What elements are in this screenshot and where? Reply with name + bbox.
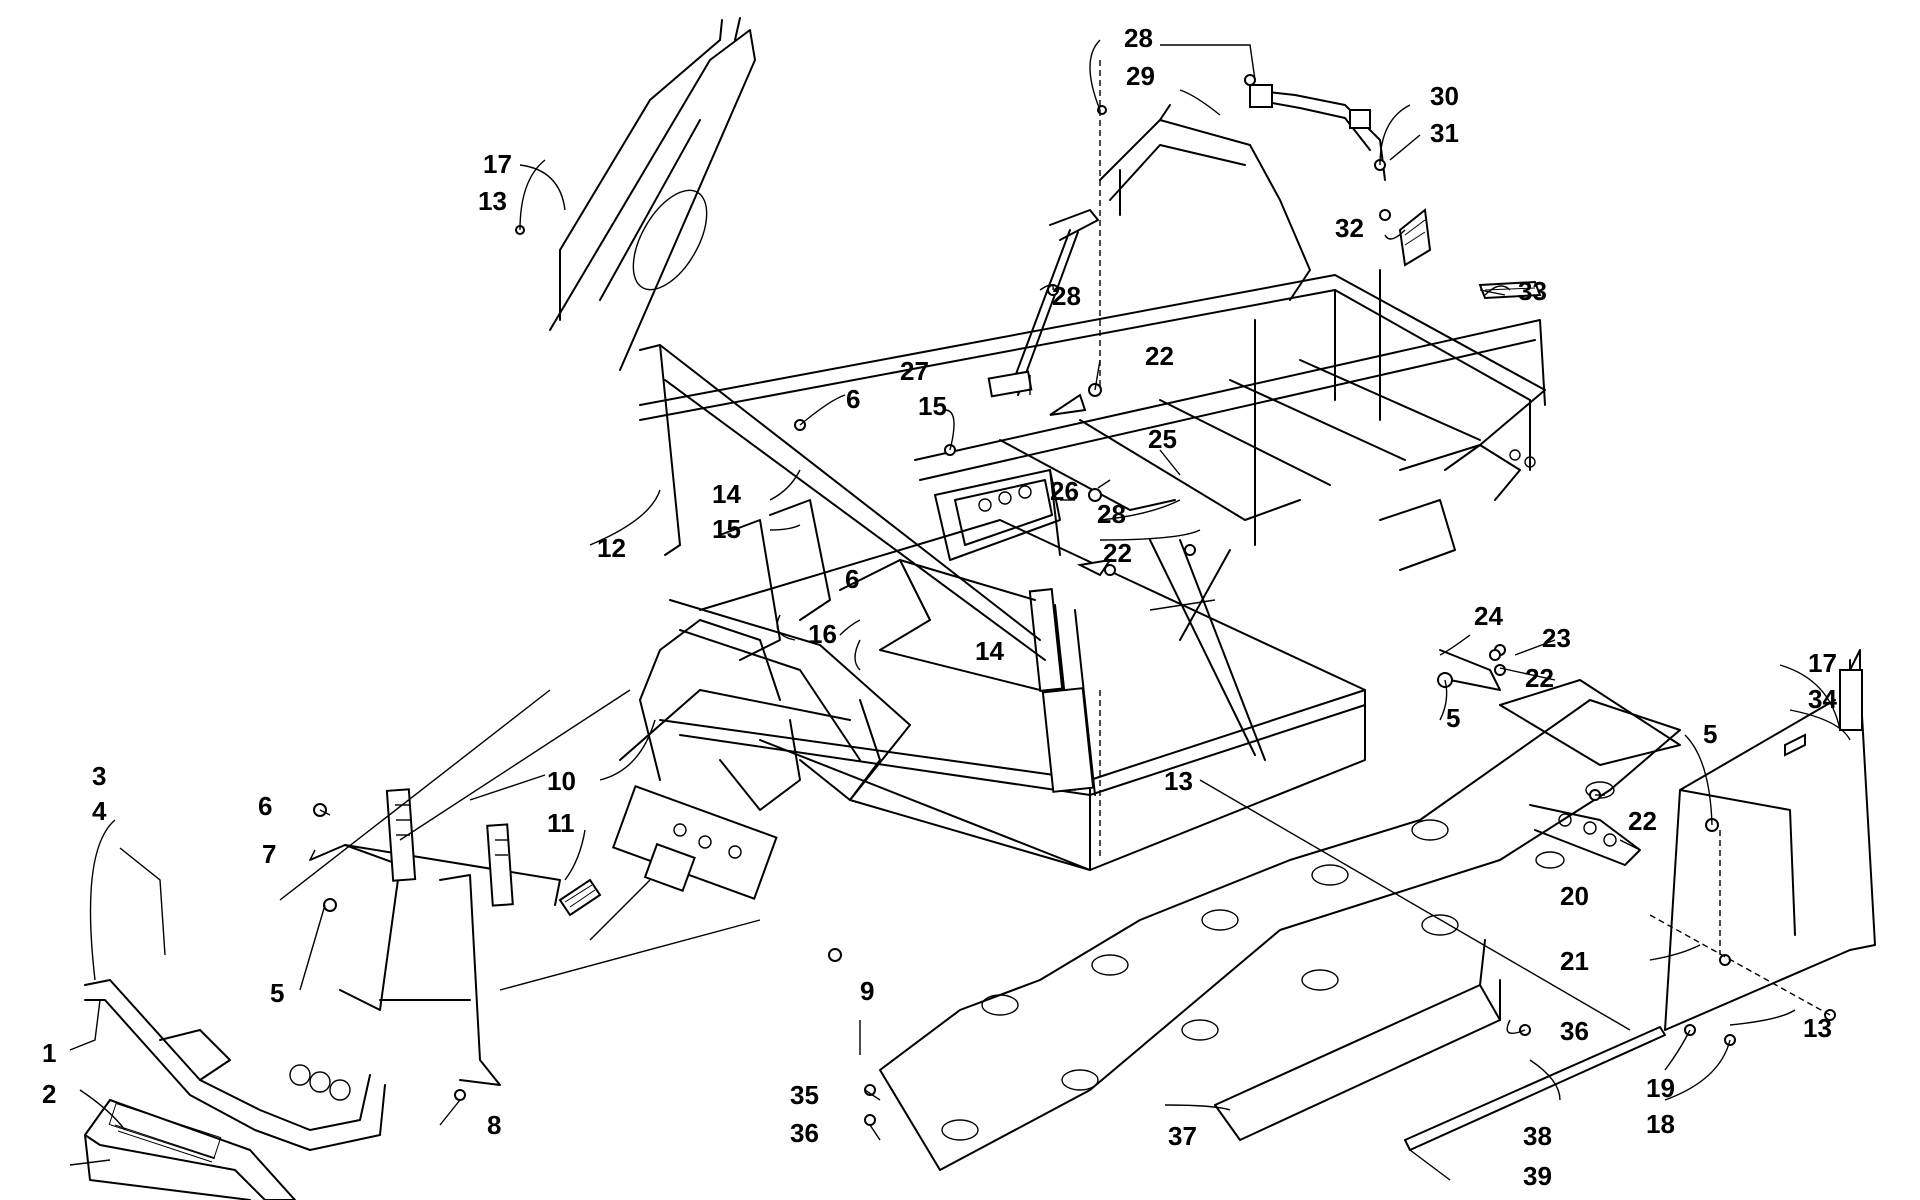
- callout-32: 32: [1335, 213, 1364, 243]
- callout-4: 4: [92, 796, 107, 826]
- callout-11: 11: [547, 808, 575, 838]
- callout-34: 34: [1808, 684, 1837, 714]
- callout-33: 33: [1518, 276, 1547, 306]
- callout-28a: 28: [1124, 23, 1153, 53]
- main-frame: [611, 269, 1546, 900]
- callout-5c: 5: [1703, 719, 1717, 749]
- callout-38: 38: [1523, 1121, 1552, 1151]
- callout-14a: 14: [712, 479, 741, 509]
- callout-39: 39: [1523, 1161, 1552, 1191]
- brace: [987, 209, 1099, 398]
- front-support-bracket: [309, 788, 561, 1086]
- front-rops-upright: [639, 344, 1046, 661]
- callout-28b: 28: [1052, 281, 1081, 311]
- callout-6c: 6: [258, 791, 272, 821]
- callout-28c: 28: [1097, 499, 1126, 529]
- skid-plate-rear: [1214, 939, 1501, 1141]
- callout-14b: 14: [975, 636, 1004, 666]
- callout-22d: 22: [1628, 806, 1657, 836]
- callout-13a: 13: [478, 186, 507, 216]
- callout-5b: 5: [1446, 703, 1460, 733]
- callout-26: 26: [1050, 476, 1079, 506]
- callout-13b: 13: [1164, 766, 1193, 796]
- rear-bracket-assembly: [1099, 84, 1386, 301]
- callout-15a: 15: [918, 391, 947, 421]
- callout-17b: 17: [1808, 648, 1837, 678]
- callout-21: 21: [1560, 946, 1589, 976]
- callout-2: 2: [42, 1079, 56, 1109]
- callout-22a: 22: [1145, 341, 1174, 371]
- callout-30: 30: [1430, 81, 1459, 111]
- right-side-panel: [1664, 649, 1876, 1031]
- callout-1: 1: [42, 1038, 56, 1068]
- callout-23: 23: [1542, 623, 1571, 653]
- callout-3: 3: [92, 761, 106, 791]
- callout-15b: 15: [712, 514, 741, 544]
- callout-24: 24: [1474, 601, 1503, 631]
- callout-18: 18: [1646, 1109, 1675, 1139]
- callout-16: 16: [808, 619, 837, 649]
- callout-17a: 17: [483, 149, 512, 179]
- callout-13c: 13: [1803, 1013, 1832, 1043]
- reflector-plate: [558, 878, 602, 917]
- callout-27: 27: [900, 356, 929, 386]
- callout-5a: 5: [270, 978, 284, 1008]
- leader-lines: [69, 39, 1851, 1181]
- callout-19: 19: [1646, 1073, 1675, 1103]
- callout-6b: 6: [845, 564, 859, 594]
- callout-29: 29: [1126, 61, 1155, 91]
- flag-marker: [1398, 208, 1432, 267]
- callout-22b: 22: [1103, 538, 1132, 568]
- callout-25: 25: [1148, 424, 1177, 454]
- left-side-panel: [549, 17, 756, 371]
- callout-8: 8: [487, 1110, 501, 1140]
- callout-6a: 6: [846, 384, 860, 414]
- callout-10: 10: [547, 766, 576, 796]
- skid-strip: [1404, 1026, 1666, 1151]
- skid-plate-main: [879, 679, 1681, 1171]
- front-bumper: [84, 1099, 296, 1200]
- brush-guard: [84, 979, 386, 1151]
- callout-9: 9: [860, 976, 874, 1006]
- callout-12: 12: [597, 533, 626, 563]
- callout-22c: 22: [1525, 663, 1554, 693]
- callout-7: 7: [262, 839, 276, 869]
- callout-20: 20: [1560, 881, 1589, 911]
- callout-37: 37: [1168, 1121, 1197, 1151]
- callout-31: 31: [1430, 118, 1459, 148]
- callout-35: 35: [790, 1080, 819, 1110]
- callout-labels: 1 2 3 4 5 5 5 6 6 6 7 8 9 10 11 12 13 13…: [42, 23, 1837, 1191]
- callout-36a: 36: [1560, 1016, 1589, 1046]
- callout-36b: 36: [790, 1118, 819, 1148]
